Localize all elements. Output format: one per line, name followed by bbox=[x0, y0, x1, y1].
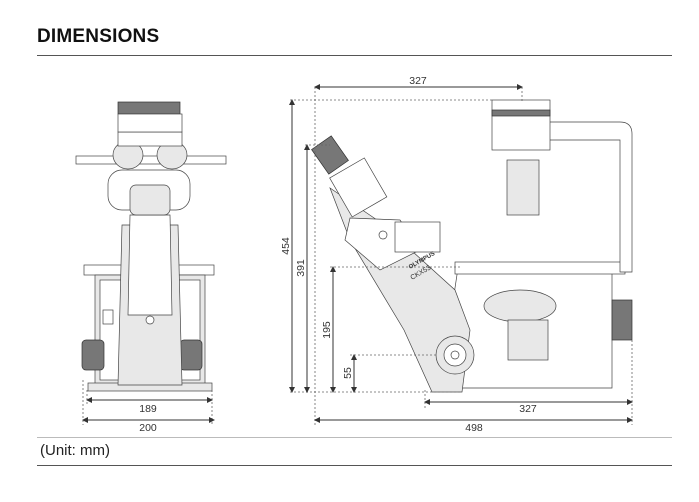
dim-391: 391 bbox=[295, 259, 307, 277]
dim-327-top: 327 bbox=[409, 75, 427, 87]
dim-195: 195 bbox=[321, 321, 333, 339]
page-title: DIMENSIONS bbox=[37, 26, 160, 47]
title-divider bbox=[37, 55, 672, 56]
footer-divider bbox=[37, 465, 672, 466]
dim-498: 498 bbox=[465, 422, 483, 434]
side-view-microscope: OLYMPUS CKX53 bbox=[311, 99, 633, 393]
dim-327-bottom: 327 bbox=[519, 403, 537, 415]
dim-189: 189 bbox=[139, 403, 157, 415]
footer-divider-top bbox=[37, 437, 672, 438]
dim-55: 55 bbox=[342, 367, 354, 379]
dim-454: 454 bbox=[280, 237, 292, 255]
front-view-microscope bbox=[75, 101, 227, 392]
unit-note: (Unit: mm) bbox=[40, 442, 110, 459]
dim-200: 200 bbox=[139, 422, 157, 434]
